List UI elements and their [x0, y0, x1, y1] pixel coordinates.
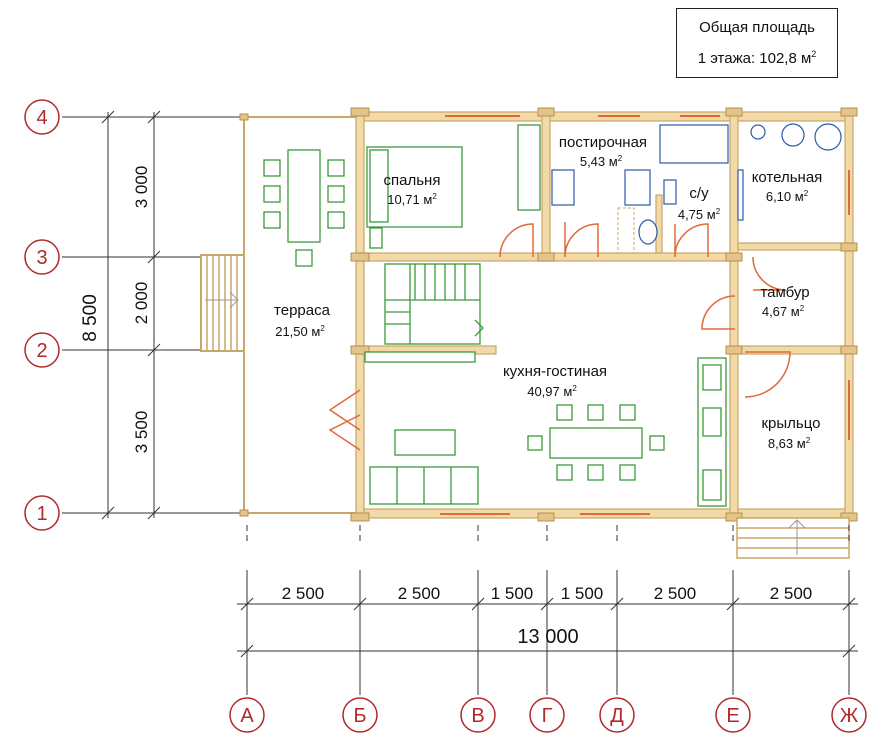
svg-text:Е: Е [726, 705, 739, 727]
svg-text:3: 3 [36, 247, 47, 269]
terrace-dining-set [263, 149, 345, 267]
svg-text:Ж: Ж [840, 705, 859, 727]
room-area-boiler: 6,10 м2 [766, 189, 809, 204]
axis-marker-a: А [229, 697, 265, 733]
svg-text:4: 4 [36, 107, 47, 129]
doors [328, 222, 791, 451]
room-name-terrace: терраса [274, 302, 331, 319]
room-labels: спальня 10,71 м2 постирочная 5,43 м2 с/у… [274, 134, 822, 451]
room-area-terrace: 21,50 м2 [275, 324, 325, 339]
axis-marker-3: 3 [24, 239, 60, 275]
dim-v-1: 3 000 [132, 166, 151, 209]
room-name-boiler: котельная [752, 169, 823, 186]
dim-total-v: 8 500 [80, 294, 101, 342]
axis-marker-d: Д [599, 697, 635, 733]
room-area-wc: 4,75 м2 [678, 207, 721, 222]
horizontal-dimension-labels: 2 500 2 500 1 500 1 500 2 500 2 500 13 0… [282, 584, 813, 648]
axis-marker-b: Б [342, 697, 378, 733]
dim-v-3: 3 500 [132, 411, 151, 454]
svg-text:Б: Б [353, 705, 366, 727]
axis-marker-g: Г [529, 697, 565, 733]
bathroom-fixtures [551, 123, 842, 245]
room-area-vestibule: 4,67 м2 [762, 304, 805, 319]
total-area-label: Общая площадь [699, 19, 815, 36]
porch-steps [736, 517, 850, 559]
axis-marker-1: 1 [24, 495, 60, 531]
svg-text:1: 1 [36, 503, 47, 525]
room-name-kitchen-living: кухня-гостиная [503, 363, 607, 380]
svg-text:Д: Д [610, 705, 624, 727]
room-name-wc: с/у [689, 185, 709, 202]
axis-marker-e: Е [715, 697, 751, 733]
dim-h-2: 2 500 [398, 584, 441, 603]
row-axis-markers: 4 3 2 1 [24, 99, 60, 531]
axis-marker-v: В [460, 697, 496, 733]
dim-h-6: 2 500 [770, 584, 813, 603]
room-name-bedroom: спальня [384, 172, 441, 189]
dim-h-3: 1 500 [491, 584, 534, 603]
svg-text:В: В [471, 705, 484, 727]
vertical-dimension-labels: 8 500 3 000 2 000 3 500 [80, 166, 151, 454]
dim-h-5: 2 500 [654, 584, 697, 603]
bedroom-furniture [366, 124, 541, 249]
room-area-laundry: 5,43 м2 [580, 154, 623, 169]
svg-text:Г: Г [542, 705, 553, 727]
room-name-laundry: постирочная [559, 134, 647, 151]
axis-marker-4: 4 [24, 99, 60, 135]
windows [440, 115, 850, 515]
horizontal-dimensions [237, 525, 858, 695]
room-name-vestibule: тамбур [760, 284, 809, 301]
column-axis-markers: А Б В Г Д Е Ж [229, 697, 867, 733]
svg-text:2: 2 [36, 340, 47, 362]
room-area-kitchen-living: 40,97 м2 [527, 384, 577, 399]
room-area-porch: 8,63 м2 [768, 436, 811, 451]
total-area-value: 1 этажа: 102,8 м2 [697, 49, 817, 67]
dim-h-4: 1 500 [561, 584, 604, 603]
terrace-deck [200, 116, 361, 514]
service-shaft [617, 207, 635, 254]
room-area-bedroom: 10,71 м2 [387, 192, 437, 207]
total-area-box: Общая площадь 1 этажа: 102,8 м2 [676, 8, 838, 78]
axis-marker-2: 2 [24, 332, 60, 368]
dim-v-2: 2 000 [132, 282, 151, 325]
vertical-dimensions [62, 110, 240, 520]
staircase [384, 263, 484, 345]
dim-total-h: 13 000 [517, 626, 578, 648]
kitchen-furniture [364, 351, 727, 507]
dim-h-1: 2 500 [282, 584, 325, 603]
axis-marker-zh: Ж [831, 697, 867, 733]
log-ends [239, 107, 858, 522]
svg-text:А: А [240, 705, 254, 727]
room-name-porch: крыльцо [761, 415, 820, 432]
